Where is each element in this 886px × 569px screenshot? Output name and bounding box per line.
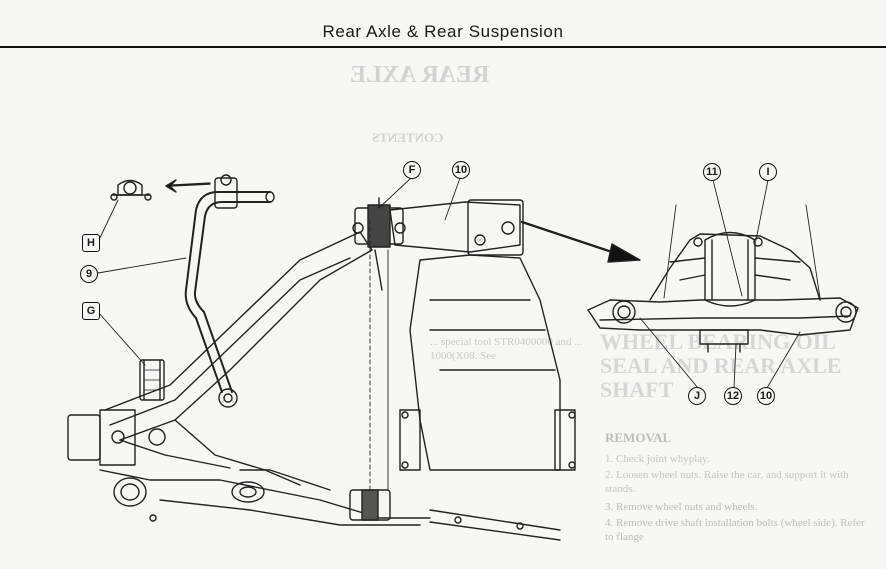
hub-assembly — [67, 359, 166, 522]
ghost-step-4: 4. Remove drive shaft installation bolts… — [605, 517, 865, 543]
ghost-step-1: 1. Check joint whyplay. — [605, 453, 710, 465]
callout-g: G — [82, 302, 100, 320]
ghost-removal: REMOVAL — [605, 430, 672, 445]
bushing-clamp-detail — [110, 179, 211, 201]
header-rule — [0, 46, 886, 48]
direction-arrow-left — [165, 179, 211, 193]
upper-mount — [352, 197, 406, 291]
callout-i: I — [759, 163, 777, 181]
callout-12: 12 — [724, 387, 742, 405]
callout-10-upper: 10 — [452, 161, 470, 179]
callout-11: 11 — [703, 163, 721, 181]
callout-h: H — [82, 234, 100, 252]
callout-f: F — [403, 161, 421, 179]
ghost-section: WHEEL BEARING OIL SEAL AND REAR AXLE SHA… — [600, 329, 842, 402]
callout-10-lower: 10 — [757, 387, 775, 405]
leader-lines — [97, 177, 801, 389]
callout-j: J — [688, 387, 706, 405]
differential-mount — [369, 199, 576, 501]
stabilizer-bar — [184, 174, 275, 408]
page-title: Rear Axle & Rear Suspension — [322, 22, 564, 41]
ghost-step-3: 3. Remove wheel nuts and wheels. — [605, 501, 758, 513]
ghost-tool-note: ... special tool STR0400000 and ... 1000… — [430, 336, 583, 362]
lower-arm — [99, 231, 431, 526]
lower-mount — [349, 489, 561, 541]
ghost-step-2: 2. Loosen wheel nuts. Raise the car, and… — [605, 469, 849, 495]
diff-mount-detail — [587, 204, 859, 353]
direction-arrow-right — [607, 243, 641, 263]
callout-9: 9 — [80, 265, 98, 283]
